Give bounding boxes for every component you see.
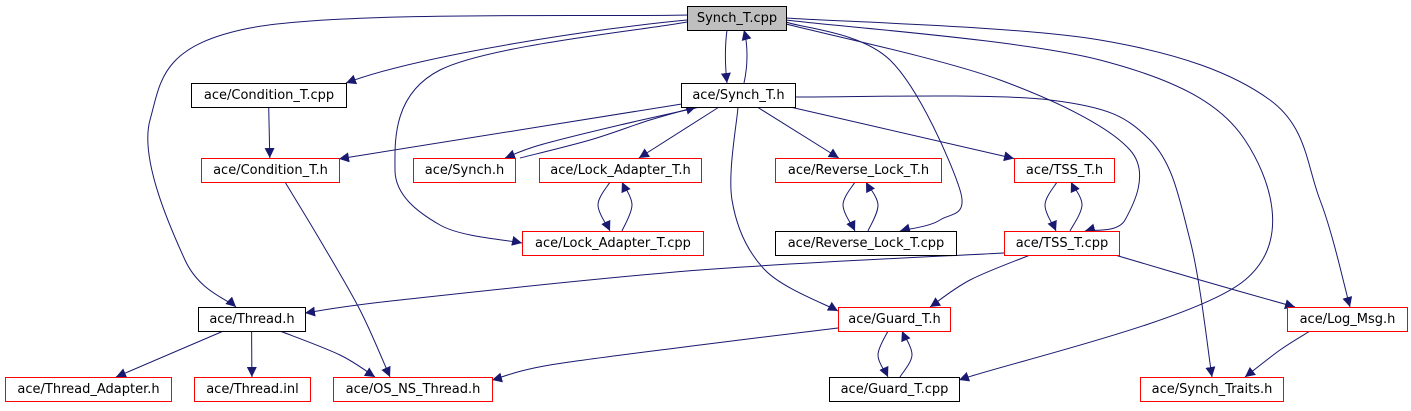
node-box bbox=[333, 377, 493, 402]
node-box bbox=[191, 83, 347, 108]
node-lock-adapter-t-cpp[interactable]: ace/Lock_Adapter_T.cpp bbox=[522, 231, 704, 256]
node-label: Synch_T.cpp bbox=[697, 11, 777, 26]
edge-guard_t_h-to-guard_t_cpp bbox=[877, 330, 889, 378]
edge-guard_t_h-to-os_ns_thread_h bbox=[491, 327, 839, 383]
edge-reverse_lock_t_h-to-reverse_lock_t_cpp bbox=[842, 181, 856, 232]
edge-thread_h-to-os_ns_thread_h bbox=[279, 330, 376, 378]
node-label: ace/Lock_Adapter_T.h bbox=[550, 163, 690, 178]
edge-guard_t_cpp-to-guard_t_h bbox=[899, 330, 913, 378]
node-box bbox=[775, 158, 942, 183]
node-box bbox=[681, 83, 796, 108]
node-label: ace/Condition_T.cpp bbox=[204, 88, 334, 103]
node-label: ace/Guard_T.cpp bbox=[841, 382, 949, 397]
edge-lock_adapter_t_h-to-lock_adapter_t_cpp bbox=[597, 181, 611, 232]
edge-condition_t_h-to-os_ns_thread_h bbox=[284, 181, 391, 378]
node-label: ace/Synch_T.h bbox=[692, 88, 784, 103]
node-synch-traits-h[interactable]: ace/Synch_Traits.h bbox=[1140, 377, 1284, 402]
node-guard-t-h[interactable]: ace/Guard_T.h bbox=[838, 307, 951, 332]
edge-synch_t_h-to-reverse_lock_t_h bbox=[756, 106, 840, 159]
node-label: ace/Thread.h bbox=[209, 312, 294, 327]
edge-synch_t_h-to-synch_h bbox=[504, 106, 701, 160]
edge-tss_t_h-to-tss_t_cpp bbox=[1044, 181, 1058, 232]
edge-log_msg_h-to-synch_traits_h bbox=[1244, 330, 1311, 378]
node-tss-t-h[interactable]: ace/TSS_T.h bbox=[1014, 158, 1115, 183]
node-box bbox=[1004, 231, 1120, 256]
node-label: ace/Thread_Adapter.h bbox=[17, 382, 159, 397]
edge-tss_t_cpp-to-guard_t_h bbox=[929, 254, 1031, 308]
node-box bbox=[829, 377, 960, 402]
node-box bbox=[1014, 158, 1115, 183]
node-tss-t-cpp[interactable]: ace/TSS_T.cpp bbox=[1004, 231, 1120, 256]
edge-lock_adapter_t_cpp-to-lock_adapter_t_h bbox=[621, 181, 633, 232]
node-box bbox=[194, 377, 311, 402]
node-log-msg-h[interactable]: ace/Log_Msg.h bbox=[1287, 307, 1408, 332]
node-box bbox=[775, 231, 957, 256]
node-label: ace/Synch_Traits.h bbox=[1152, 382, 1273, 397]
node-label: ace/OS_NS_Thread.h bbox=[346, 382, 481, 397]
node-box bbox=[5, 377, 172, 402]
node-thread-adapter-h[interactable]: ace/Thread_Adapter.h bbox=[5, 377, 172, 402]
node-box bbox=[539, 158, 702, 183]
node-label: ace/Lock_Adapter_T.cpp bbox=[535, 236, 691, 251]
edge-synch_t_cpp-to-log_msg_h bbox=[785, 17, 1353, 308]
node-box bbox=[413, 158, 516, 183]
node-box bbox=[838, 307, 951, 332]
node-layer: Synch_T.cpp ace/Condition_T.cpp ace/Synch_… bbox=[5, 6, 1408, 402]
edge-synch_t_cpp-to-reverse_lock_t_cpp bbox=[785, 21, 963, 234]
node-condition-t-h[interactable]: ace/Condition_T.h bbox=[201, 158, 340, 183]
edge-synch_t_cpp-to-lock_adapter_t_cpp bbox=[394, 21, 688, 246]
node-label: ace/Condition_T.h bbox=[213, 163, 328, 178]
edge-synch_t_cpp-to-synch_t_h bbox=[720, 29, 731, 84]
node-box bbox=[687, 6, 787, 31]
node-label: ace/TSS_T.h bbox=[1026, 163, 1103, 178]
node-label: ace/TSS_T.cpp bbox=[1016, 236, 1109, 251]
node-synch-t-h[interactable]: ace/Synch_T.h bbox=[681, 83, 796, 108]
node-box bbox=[198, 307, 306, 332]
edge-synch_t_h-to-condition_t_h bbox=[338, 103, 682, 163]
node-box bbox=[201, 158, 340, 183]
edge-synch_t_h-to-guard_t_h bbox=[730, 106, 839, 312]
node-reverse-lock-t-cpp[interactable]: ace/Reverse_Lock_T.cpp bbox=[775, 231, 957, 256]
edge-synch_t_cpp-to-guard_t_cpp bbox=[785, 19, 1274, 382]
node-label: ace/Thread.inl bbox=[206, 382, 299, 397]
node-reverse-lock-t-h[interactable]: ace/Reverse_Lock_T.h bbox=[775, 158, 942, 183]
node-thread-h[interactable]: ace/Thread.h bbox=[198, 307, 306, 332]
node-label: ace/Reverse_Lock_T.cpp bbox=[788, 236, 945, 251]
node-label: ace/Guard_T.h bbox=[848, 312, 940, 327]
node-box bbox=[1287, 307, 1408, 332]
node-os-ns-thread-h[interactable]: ace/OS_NS_Thread.h bbox=[333, 377, 493, 402]
edge-tss_t_cpp-to-tss_t_h bbox=[1069, 181, 1083, 232]
node-guard-t-cpp[interactable]: ace/Guard_T.cpp bbox=[829, 377, 960, 402]
edge-tss_t_cpp-to-thread_h bbox=[304, 252, 1005, 317]
edge-thread_h-to-thread_adapter_h bbox=[115, 330, 224, 378]
edge-synch_t_h-to-synch_t_cpp bbox=[741, 29, 752, 84]
node-box bbox=[1140, 377, 1284, 402]
node-synch-h[interactable]: ace/Synch.h bbox=[413, 158, 516, 183]
edge-synch_t_cpp-to-thread_h bbox=[147, 14, 688, 308]
edge-synch_t_cpp-to-condition_t_cpp bbox=[345, 19, 688, 85]
edge-reverse_lock_t_cpp-to-reverse_lock_t_h bbox=[865, 181, 879, 232]
edge-synch_h-to-synch_t_h bbox=[519, 104, 697, 159]
node-label: ace/Synch.h bbox=[425, 163, 504, 178]
node-label: ace/Log_Msg.h bbox=[1300, 312, 1396, 327]
edge-synch_t_h-to-lock_adapter_t_h bbox=[638, 106, 720, 159]
edge-synch_t_cpp-to-tss_t_cpp bbox=[785, 23, 1141, 234]
edge-layer bbox=[115, 14, 1353, 383]
node-box bbox=[522, 231, 704, 256]
node-synch-t-cpp[interactable]: Synch_T.cpp bbox=[687, 6, 787, 31]
node-thread-inl[interactable]: ace/Thread.inl bbox=[194, 377, 311, 402]
node-label: ace/Reverse_Lock_T.h bbox=[788, 163, 929, 178]
edge-condition_t_cpp-to-condition_t_h bbox=[264, 106, 275, 159]
node-lock-adapter-t-h[interactable]: ace/Lock_Adapter_T.h bbox=[539, 158, 702, 183]
edge-tss_t_cpp-to-log_msg_h bbox=[1114, 254, 1296, 310]
node-condition-t-cpp[interactable]: ace/Condition_T.cpp bbox=[191, 83, 347, 108]
edge-synch_t_h-to-tss_t_h bbox=[790, 106, 1015, 162]
